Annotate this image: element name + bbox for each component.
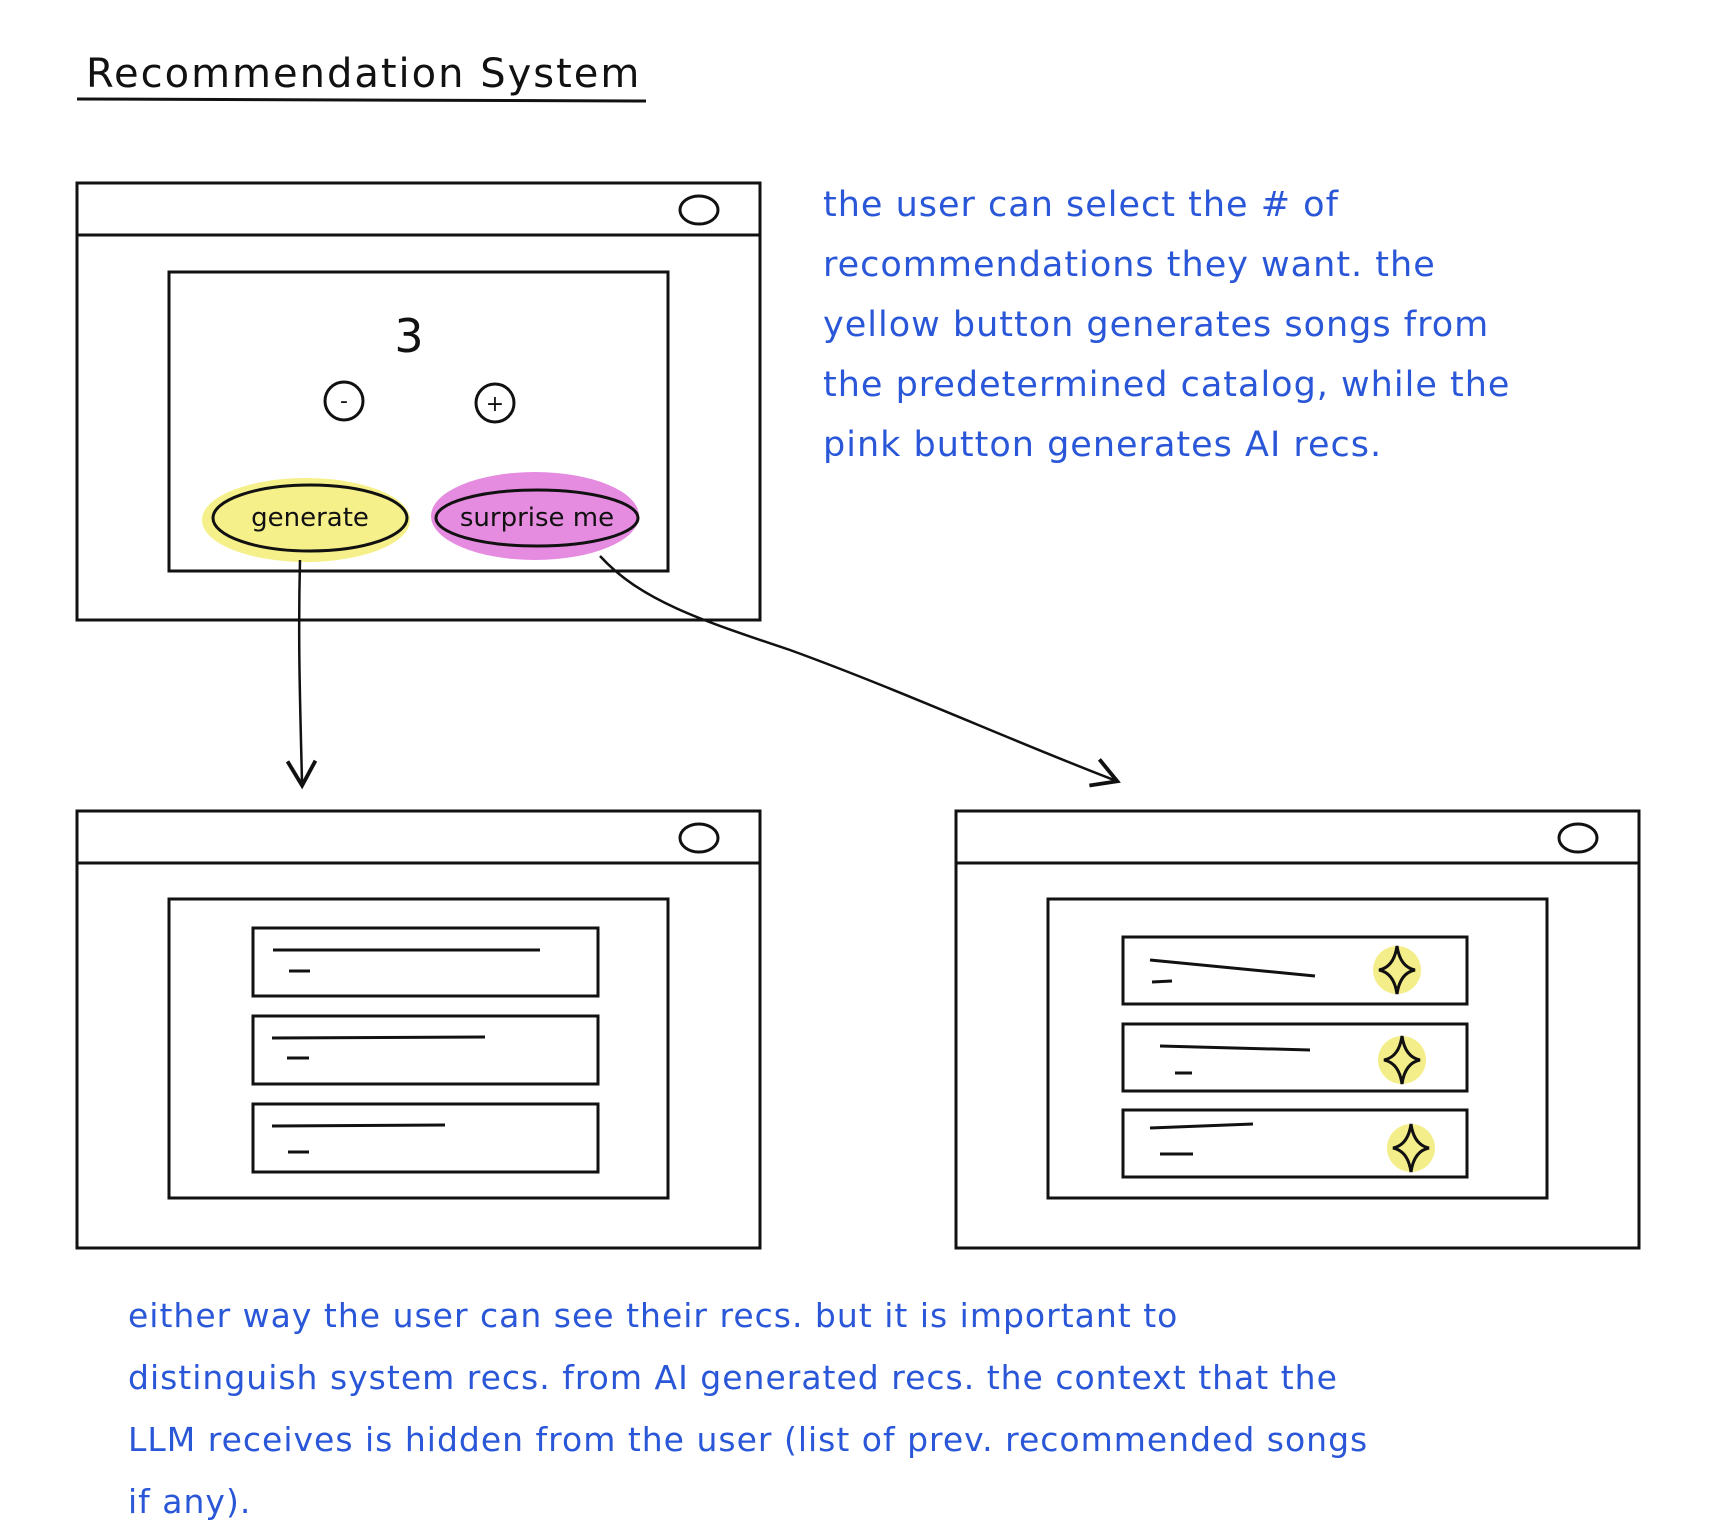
note-bottom-line-2: distinguish system recs. from AI generat… (128, 1358, 1338, 1397)
list-item[interactable] (1121, 1108, 1469, 1179)
selector-panel (167, 270, 670, 573)
note-top-line-4: the predetermined catalog, while the (823, 365, 1511, 405)
title-underline (76, 97, 647, 103)
window-circle-icon[interactable] (678, 822, 720, 854)
increment-button[interactable]: + (474, 382, 516, 424)
list-item[interactable] (251, 1014, 600, 1086)
generate-label: generate (251, 503, 369, 533)
note-top: the user can select the # of recommendat… (823, 175, 1510, 475)
decrement-button[interactable]: - (323, 380, 365, 422)
note-top-line-2: recommendations they want. the (823, 245, 1436, 285)
window-circle-icon[interactable] (678, 194, 720, 226)
results-panel (167, 897, 670, 1200)
catalog-results-window (75, 809, 762, 1250)
window-circle-icon[interactable] (1557, 822, 1599, 854)
note-top-line-5: pink button generates AI recs. (823, 425, 1383, 465)
arrow-to-catalog-results (285, 559, 318, 790)
note-top-line-1: the user can select the # of (823, 185, 1339, 225)
surprise-me-label: surprise me (460, 503, 614, 533)
note-bottom-line-3: LLM receives is hidden from the user (li… (128, 1420, 1369, 1459)
list-item[interactable] (251, 1102, 600, 1174)
sparkle-icon (1387, 1123, 1435, 1173)
note-bottom-line-4: if any). (128, 1482, 252, 1521)
note-top-line-3: yellow button generates songs from (823, 305, 1490, 345)
arrow-to-ai-results (599, 555, 1121, 788)
recommendation-count: 3 (394, 309, 423, 363)
sparkle-icon (1373, 945, 1421, 995)
ai-results-window (954, 809, 1641, 1250)
list-item[interactable] (251, 926, 600, 998)
minus-label: - (340, 389, 348, 414)
selector-window: 3 - + generate surprise me (75, 181, 762, 622)
list-item[interactable] (1121, 935, 1469, 1006)
list-item[interactable] (1121, 1022, 1469, 1093)
sparkle-icon (1378, 1035, 1426, 1085)
surprise-me-button[interactable]: surprise me (431, 472, 640, 560)
plus-label: + (486, 392, 504, 417)
note-bottom: either way the user can see their recs. … (128, 1285, 1368, 1533)
page-title: Recommendation System (86, 51, 641, 97)
note-bottom-line-1: either way the user can see their recs. … (128, 1296, 1179, 1335)
results-panel (1046, 897, 1549, 1200)
generate-button[interactable]: generate (202, 478, 410, 562)
